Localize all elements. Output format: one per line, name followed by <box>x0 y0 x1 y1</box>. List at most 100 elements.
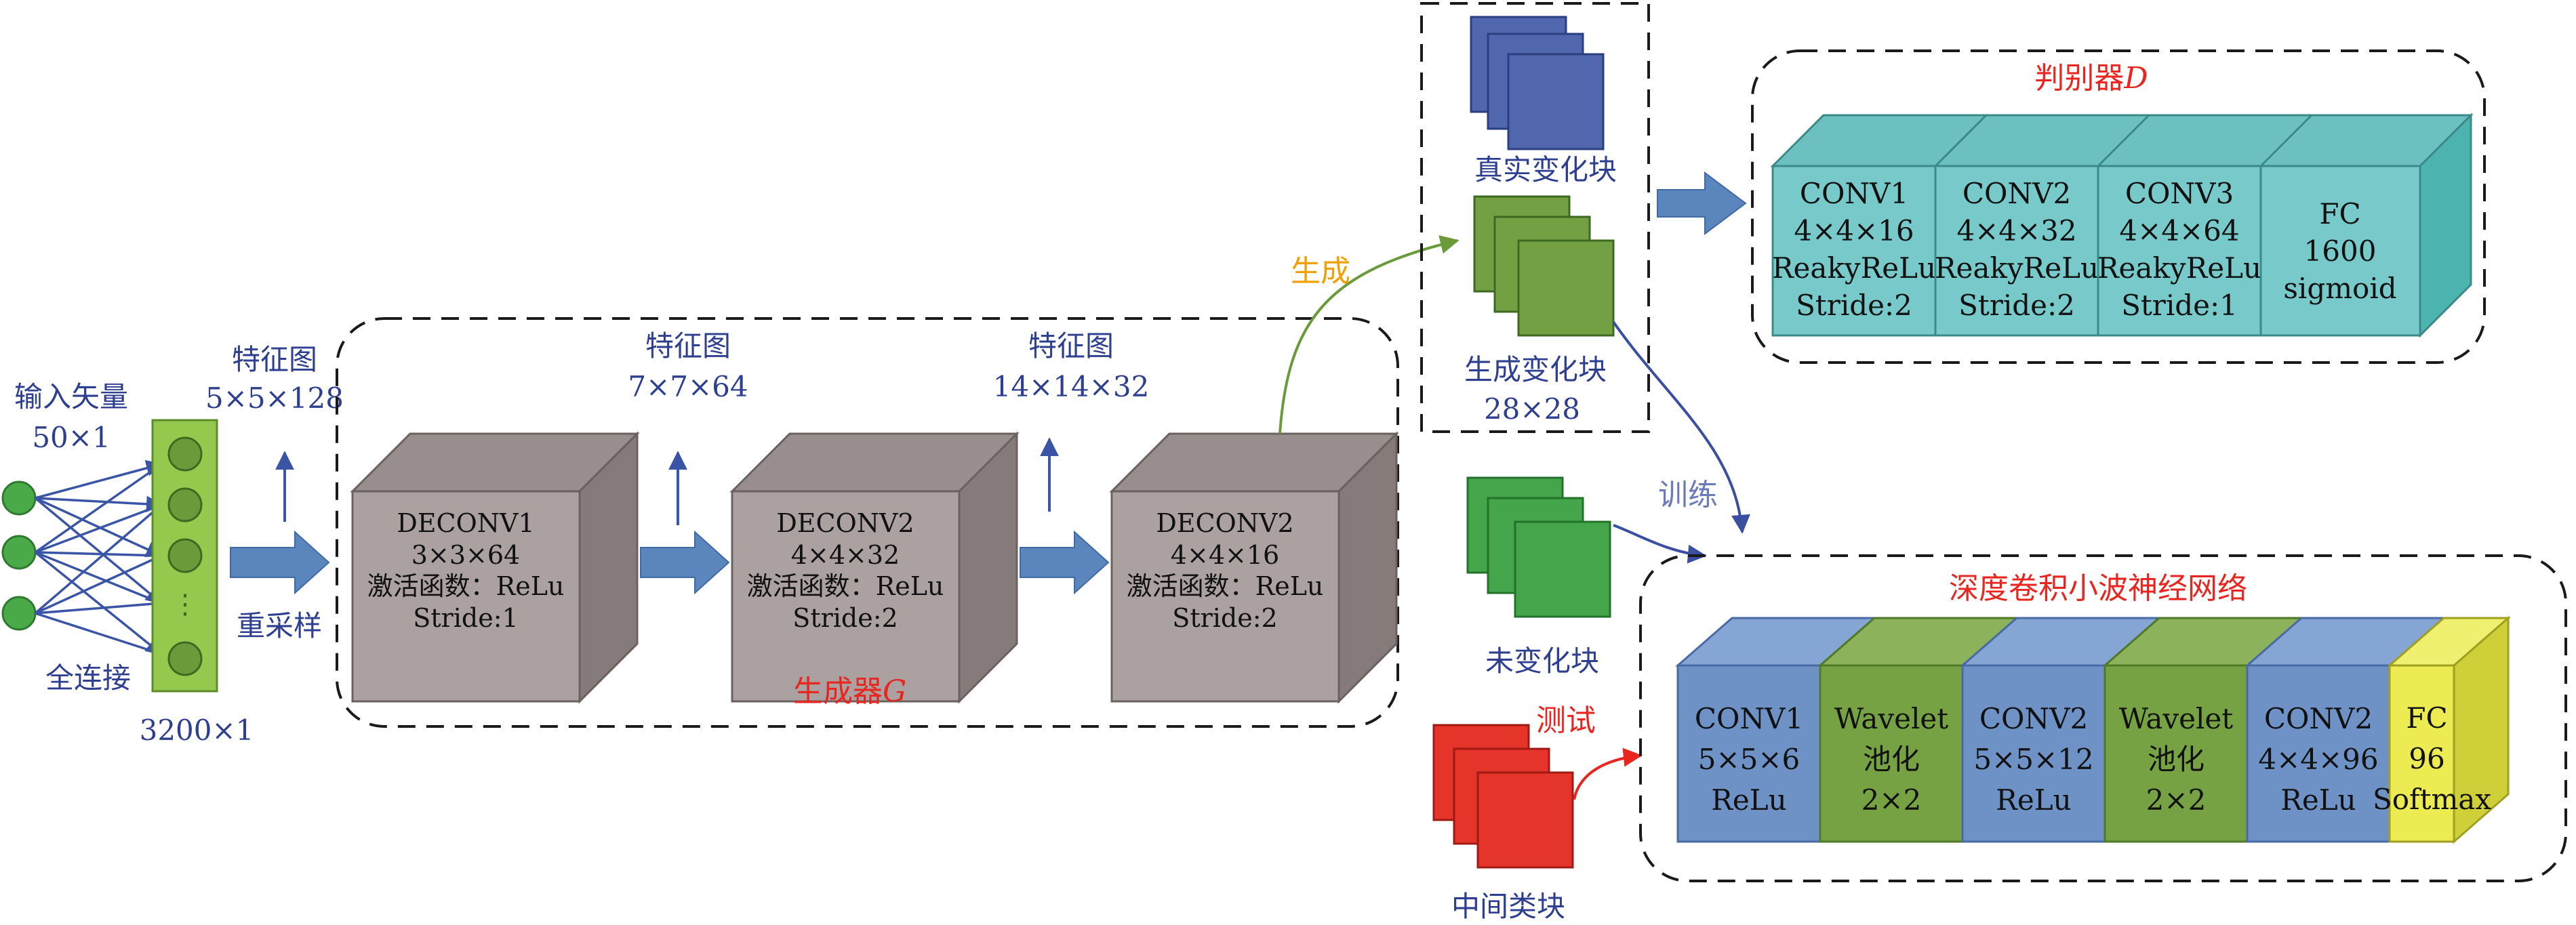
dwcnn-2-line: Wavelet <box>1834 702 1948 735</box>
generator-label: 生成器G <box>793 674 906 709</box>
resample-label: 重采样 <box>237 609 322 642</box>
layer-arrow <box>1020 530 1110 595</box>
discriminator-boundary <box>1751 49 2486 364</box>
dwcnn-layer-wavelet1: Wavelet 池化 2×2 <box>1819 664 1964 843</box>
unchanged-blocks <box>1466 476 1611 618</box>
deconv-1-line: 3×3×64 <box>411 540 520 570</box>
dwcnn-1-line: 5×5×6 <box>1698 743 1800 776</box>
dwcnn-layer-fc <box>2388 664 2455 843</box>
dwcnn-boundary <box>1639 554 2567 882</box>
input-vector-dim: 50×1 <box>32 421 110 454</box>
disc-layer-conv1: CONV1 4×4×16 ReakyReLu Stride:2 <box>1771 114 1988 337</box>
dwcnn-2-line: 池化 <box>1863 743 1920 776</box>
discriminator-section: 判别器D CONV1 4×4×16 ReakyReLu Stride:2 CON… <box>1751 49 2486 364</box>
fc-dim-label: 3200×1 <box>140 714 254 747</box>
dwcnn-fc-text: FC 96 Softmax <box>2373 698 2492 820</box>
disc-2-line: Stride:2 <box>1958 289 2075 322</box>
dwcnn-5-line: CONV2 <box>2264 702 2373 735</box>
to-discriminator-arrow <box>1657 171 1747 235</box>
dwcnn-section: 深度卷积小波神经网络 CONV1 5×5×6 ReLu Wavelet 池化 2… <box>1639 554 2567 882</box>
dwcnn-6-line: 96 <box>2409 742 2445 775</box>
feature-map-3-title: 特征图 <box>1028 329 1114 363</box>
feature-map-2-title: 特征图 <box>645 329 731 363</box>
feature-map-3-dim: 14×14×32 <box>993 370 1150 403</box>
dwcnn-3-line: ReLu <box>1996 783 2071 817</box>
resample-section: 特征图 5×5×128 重采样 <box>205 343 344 642</box>
deconv-1-line: Stride:1 <box>413 603 518 633</box>
disc-3-line: ReakyReLu <box>2097 251 2261 285</box>
discriminator-top <box>1770 114 2474 167</box>
dwcnn-layer-conv1: CONV1 5×5×6 ReLu <box>1676 664 1822 843</box>
disc-2-line: CONV2 <box>1963 177 2071 210</box>
input-vector-title: 输入矢量 <box>14 380 128 413</box>
fc-node <box>167 641 203 676</box>
dwcnn-layer-conv2: CONV2 5×5×12 ReLu <box>1961 664 2106 843</box>
disc-2-line: 4×4×32 <box>1956 214 2076 247</box>
deconv-3-line: 激活函数：ReLu <box>1127 571 1324 601</box>
disc-3-line: Stride:1 <box>2121 289 2238 322</box>
disc-1-line: ReakyReLu <box>1772 251 1936 285</box>
real-change-blocks <box>1470 16 1605 150</box>
deconv-cube-1: DECONV1 3×3×64 激活函数：ReLu Stride:1 <box>350 431 640 704</box>
train-label: 训练 <box>1658 478 1718 512</box>
input-node <box>1 480 37 516</box>
real-change-blocks-label: 真实变化块 <box>1474 153 1617 186</box>
disc-1-line: 4×4×16 <box>1794 214 1914 247</box>
generated-change-blocks-label: 生成变化块 <box>1464 353 1607 386</box>
train-arrow <box>1612 321 1750 534</box>
dwcnn-3-line: 5×5×12 <box>1973 743 2093 776</box>
resample-arrow <box>230 530 330 595</box>
input-node <box>1 535 37 570</box>
deconv-3-line: DECONV2 <box>1156 508 1293 538</box>
full-connection-label: 全连接 <box>45 661 131 695</box>
generator-boundary <box>336 317 1399 728</box>
disc-1-line: CONV1 <box>1800 177 1908 210</box>
disc-3-line: 4×4×64 <box>2119 214 2239 247</box>
deconv-3-line: 4×4×16 <box>1171 540 1279 570</box>
dwcnn-4-line: 2×2 <box>2146 783 2207 817</box>
generated-change-blocks-dim: 28×28 <box>1484 392 1580 426</box>
disc-1-line: Stride:2 <box>1796 289 1912 322</box>
fc-node <box>167 436 203 472</box>
dwcnn-3-line: CONV2 <box>1979 702 2088 735</box>
dwcnn-1-line: CONV1 <box>1695 702 1803 735</box>
disc-layer-fc: FC 1600 sigmoid <box>2259 165 2421 337</box>
full-connection-lines <box>34 459 163 655</box>
disc-4-line: FC <box>2319 197 2360 230</box>
dwcnn-layer-wavelet2: Wavelet 池化 2×2 <box>2104 664 2249 843</box>
generated-change-blocks <box>1473 195 1615 337</box>
unchanged-blocks-label: 未变化块 <box>1485 644 1599 678</box>
dwcnn-label: 深度卷积小波神经网络 <box>1949 571 2247 606</box>
disc-layer-conv2: CONV2 4×4×32 ReakyReLu Stride:2 <box>1934 114 2150 337</box>
train-unchanged-arrow <box>1613 524 1707 564</box>
generator-section: DECONV1 3×3×64 激活函数：ReLu Stride:1 特征图 7×… <box>336 317 1399 728</box>
input-node <box>1 596 37 631</box>
input-section: 输入矢量 50×1 ⋮ 全连接 3200×1 <box>1 380 254 747</box>
disc-4-line: sigmoid <box>2283 272 2396 305</box>
generate-arrow <box>1279 235 1460 434</box>
middle-blocks-label: 中间类块 <box>1451 890 1565 922</box>
deconv-2-line: 激活函数：ReLu <box>747 571 944 601</box>
deconv-cube-2: DECONV2 4×4×32 激活函数：ReLu Stride:2 <box>729 431 1020 704</box>
deconv-2-line: 4×4×32 <box>791 540 900 570</box>
disc-layer-conv3: CONV3 4×4×64 ReakyReLu Stride:1 <box>2097 114 2313 337</box>
dwcnn-5-line: ReLu <box>2280 783 2356 817</box>
deconv-1-line: 激活函数：ReLu <box>367 571 565 601</box>
dwcnn-6-line: Softmax <box>2373 783 2492 816</box>
deconv-3-line: Stride:2 <box>1172 603 1277 633</box>
test-arrow <box>1573 747 1643 800</box>
fc-node <box>167 538 203 573</box>
deconv-2-line: Stride:2 <box>792 603 898 633</box>
dwcnn-2-line: 2×2 <box>1861 783 1922 817</box>
change-blocks-section: 真实变化块 生成变化块 28×28 <box>1420 2 1650 433</box>
deconv-cube-3: DECONV2 4×4×16 激活函数：ReLu Stride:2 <box>1109 431 1399 704</box>
dwcnn-4-line: Wavelet <box>2119 702 2233 735</box>
dwcnn-4-line: 池化 <box>2148 743 2205 776</box>
deconv-1-line: DECONV1 <box>397 508 534 538</box>
disc-3-line: CONV3 <box>2125 177 2234 210</box>
deconv-2-line: DECONV2 <box>776 508 914 538</box>
feature-map-dim: 5×5×128 <box>205 382 344 415</box>
fc-ellipsis: ⋮ <box>172 589 199 620</box>
